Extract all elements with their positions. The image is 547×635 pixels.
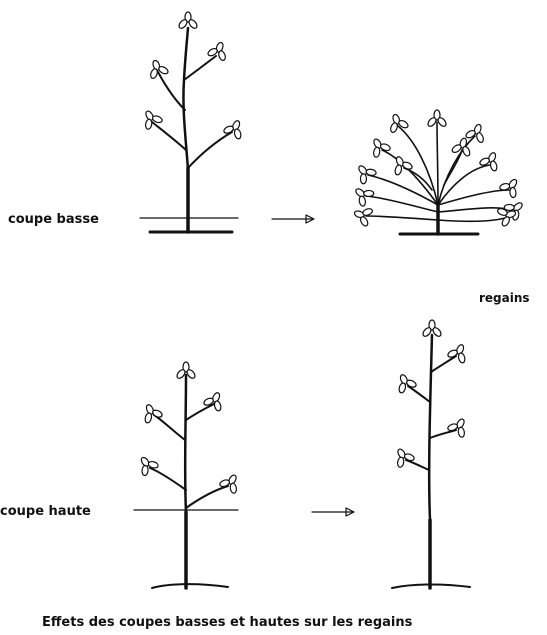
leaf-icon [465, 123, 484, 143]
leaf-icon [219, 474, 238, 494]
ground-line [151, 583, 229, 589]
branch [183, 55, 217, 81]
leaf-icon [427, 109, 447, 127]
plant-after-low-cut [365, 121, 513, 236]
leaf-icon [223, 120, 242, 140]
arrow-icon [271, 214, 315, 224]
leaf-icon [422, 319, 442, 337]
leaf-icon [144, 404, 163, 424]
low-cut-label: coupe basse [8, 212, 99, 227]
plant-before-high-cut [149, 373, 229, 590]
high-cut-label: coupe haute [0, 504, 91, 519]
leaf-icon [447, 418, 466, 438]
stem-upper [183, 373, 188, 514]
leaf-icon [451, 137, 471, 157]
leaf-icon [499, 178, 518, 199]
leaf-icon [396, 448, 415, 468]
arrow-icon [311, 507, 355, 517]
leaf-icon [207, 41, 226, 61]
branch [157, 71, 186, 111]
leaf-icon [358, 165, 377, 185]
plant-after-high-cut [391, 333, 471, 590]
leaf-icon [447, 344, 466, 364]
leaf-icon [503, 202, 523, 221]
leaf-icon [497, 208, 517, 227]
leaf-icon [150, 59, 169, 79]
leaf-icon [176, 361, 196, 379]
leaves [140, 11, 523, 494]
ground-line [391, 583, 471, 589]
leaf-icon [479, 152, 498, 172]
branch [187, 131, 233, 169]
stem-upper [427, 333, 434, 522]
leaf-icon [144, 110, 163, 130]
leaf-icon [372, 138, 391, 158]
plant-before-low-cut [148, 26, 234, 234]
leaf-icon [203, 392, 222, 412]
figure-caption: Effets des coupes basses et hautes sur l… [42, 615, 413, 630]
regrowth-label: regains [479, 291, 530, 305]
leaf-icon [178, 11, 198, 29]
leaf-icon [394, 156, 413, 176]
leaf-icon [140, 456, 159, 477]
leaf-icon [355, 188, 375, 207]
leaf-icon [390, 113, 409, 133]
leaf-icon [398, 374, 417, 394]
branch [151, 121, 187, 151]
leaf-icon [353, 208, 373, 227]
